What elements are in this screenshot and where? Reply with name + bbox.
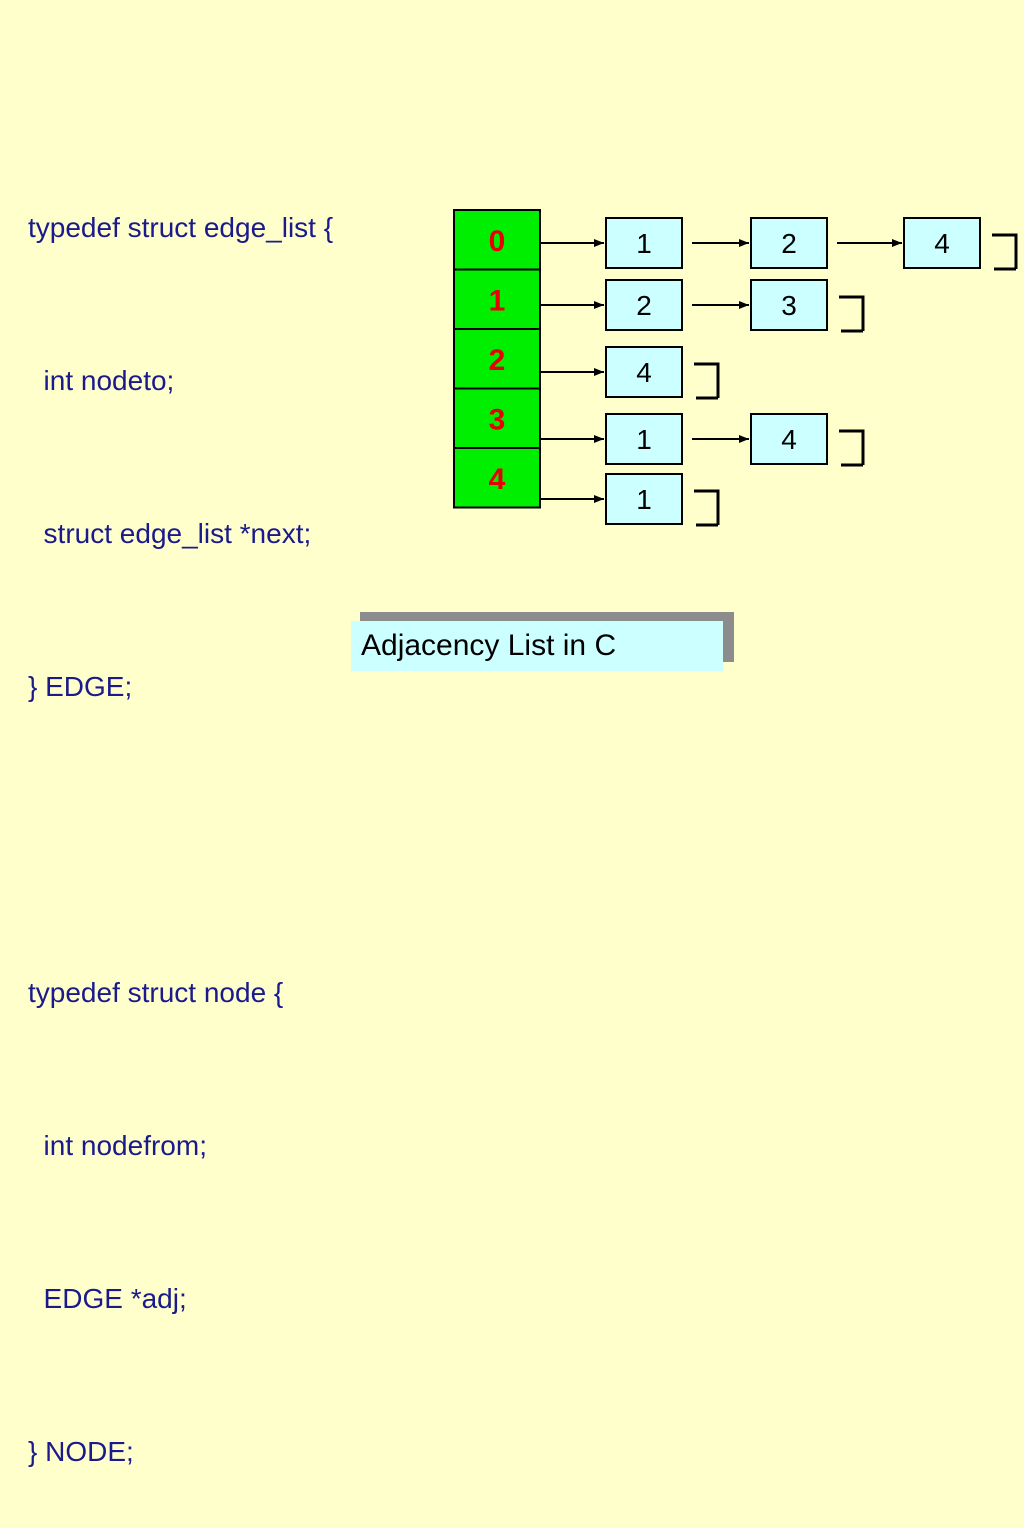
edge-box [605, 279, 683, 331]
null-terminator-icon [839, 295, 865, 333]
edge-value: 4 [934, 228, 950, 259]
null-terminator-icon [992, 233, 1018, 271]
edge-value: 4 [781, 424, 797, 455]
edge-value: 3 [781, 290, 797, 321]
edge-box [605, 217, 683, 269]
code-line: struct edge_list *next; [28, 518, 312, 549]
edge-box [605, 413, 683, 465]
edge-box [750, 217, 828, 269]
edge-value: 1 [636, 424, 652, 455]
node-cell [453, 328, 541, 390]
node-label: 2 [489, 344, 506, 377]
edge-box [605, 346, 683, 398]
node-label: 0 [489, 225, 506, 258]
edge-box [750, 279, 828, 331]
edge-box [903, 217, 981, 269]
code-line: EDGE *adj; [28, 1283, 187, 1314]
node-cell [453, 209, 541, 271]
edge-box [605, 473, 683, 525]
edge-value: 1 [636, 484, 652, 515]
edge-box [750, 413, 828, 465]
caption: Adjacency List in C [351, 621, 723, 671]
edge-value: 2 [781, 228, 797, 259]
code-line: int nodeto; [28, 365, 175, 396]
null-terminator-icon [694, 362, 720, 400]
node-label: 4 [489, 463, 506, 496]
null-terminator-icon [694, 489, 720, 527]
edge-value: 4 [636, 357, 652, 388]
adjacency-list-diagram: 0 1 2 3 4 1 2 4 2 3 4 1 4 1 [453, 209, 1018, 527]
edge-value: 2 [636, 290, 652, 321]
code-line: typedef struct node { [28, 977, 284, 1008]
null-terminator-icon [839, 429, 865, 467]
code-line: int nodefrom; [28, 1130, 207, 1161]
node-cell [453, 268, 541, 330]
code-line: typedef struct edge_list { [28, 212, 334, 243]
code-line: } EDGE; [28, 671, 133, 702]
node-label: 1 [489, 284, 506, 317]
code-line [28, 814, 333, 865]
code-line: } NODE; [28, 1436, 134, 1467]
node-cell [453, 447, 541, 509]
node-label: 3 [489, 403, 506, 436]
edge-value: 1 [636, 228, 652, 259]
